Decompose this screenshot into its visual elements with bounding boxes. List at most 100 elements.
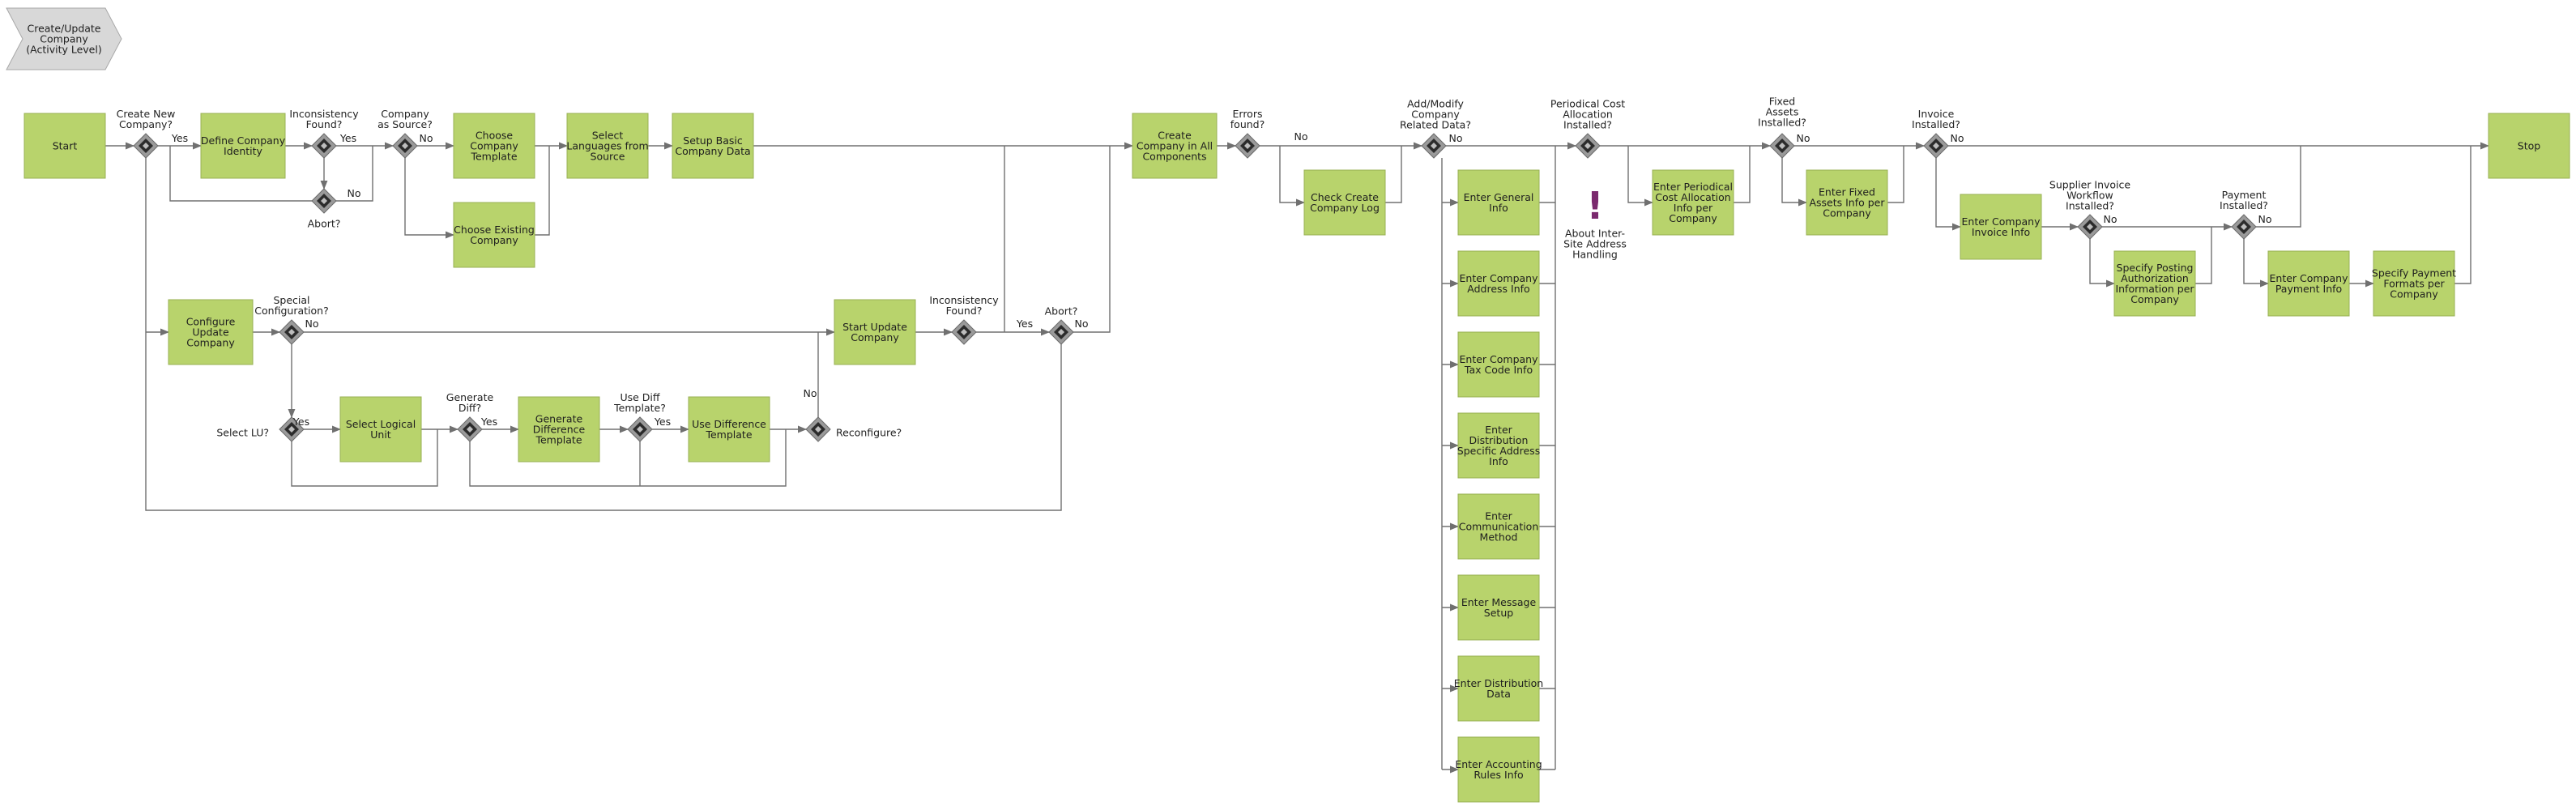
flow-line [404, 158, 455, 239]
flow-line [469, 429, 787, 487]
flow-line [291, 429, 438, 487]
gateway-errors[interactable] [1235, 133, 1260, 159]
gateway-add-modify[interactable] [1421, 133, 1447, 159]
flow-line [1734, 146, 1751, 203]
flow-line [1935, 158, 1962, 231]
gateway-periodical[interactable] [1575, 133, 1601, 159]
gateway-supplier-q[interactable] [2077, 214, 2103, 240]
flow-line [535, 146, 550, 236]
flow-line [1781, 146, 1808, 207]
flow-line [1279, 146, 1306, 207]
flow-label-yes: Yes [654, 416, 671, 428]
gateway-use-diff-q[interactable] [627, 416, 653, 442]
flow-label-yes: Yes [171, 132, 188, 144]
flow-label-no: No [804, 387, 817, 399]
gateway-invoice-q[interactable] [1923, 133, 1949, 159]
gateway-fixed-assets-q[interactable] [1769, 133, 1795, 159]
flow-line [1385, 146, 1402, 203]
task-stop[interactable]: Stop [2488, 113, 2570, 179]
flow-label-yes: Yes [339, 132, 356, 144]
flow-label-no: No [1951, 132, 1964, 144]
flow-line [1887, 146, 1904, 203]
gateway-abort2[interactable] [1048, 319, 1074, 345]
gateway-select-lu-q[interactable] [279, 416, 305, 442]
gateway-company-source[interactable] [392, 133, 418, 159]
gateway-inconsistency2[interactable] [951, 319, 977, 345]
task-start[interactable]: Start [23, 113, 106, 179]
gateway-inconsistency1[interactable] [311, 133, 337, 159]
flow-label-no: No [1449, 132, 1463, 144]
flow-line [2089, 239, 2116, 288]
gateway-create-new[interactable] [133, 133, 159, 159]
flow-line [145, 158, 1062, 511]
flow-line [2256, 146, 2301, 228]
gateway-generate-diff-q[interactable] [457, 416, 483, 442]
flow-line [336, 146, 373, 202]
gateway-payment-q[interactable] [2231, 214, 2257, 240]
flow-line [1073, 146, 1111, 333]
gateway-label: Abort? [1045, 305, 1078, 318]
gateway-special-config[interactable] [279, 319, 305, 345]
flow-line [1627, 146, 1654, 207]
task-label: Stop [2518, 140, 2540, 152]
flow-line [2195, 227, 2212, 284]
flow-label-no: No [305, 318, 319, 330]
gateway-abort1[interactable] [311, 188, 337, 214]
flow-label-no: No [420, 132, 433, 144]
gateway-reconfigure[interactable] [805, 416, 831, 442]
flow-label-no: No [2104, 213, 2118, 225]
